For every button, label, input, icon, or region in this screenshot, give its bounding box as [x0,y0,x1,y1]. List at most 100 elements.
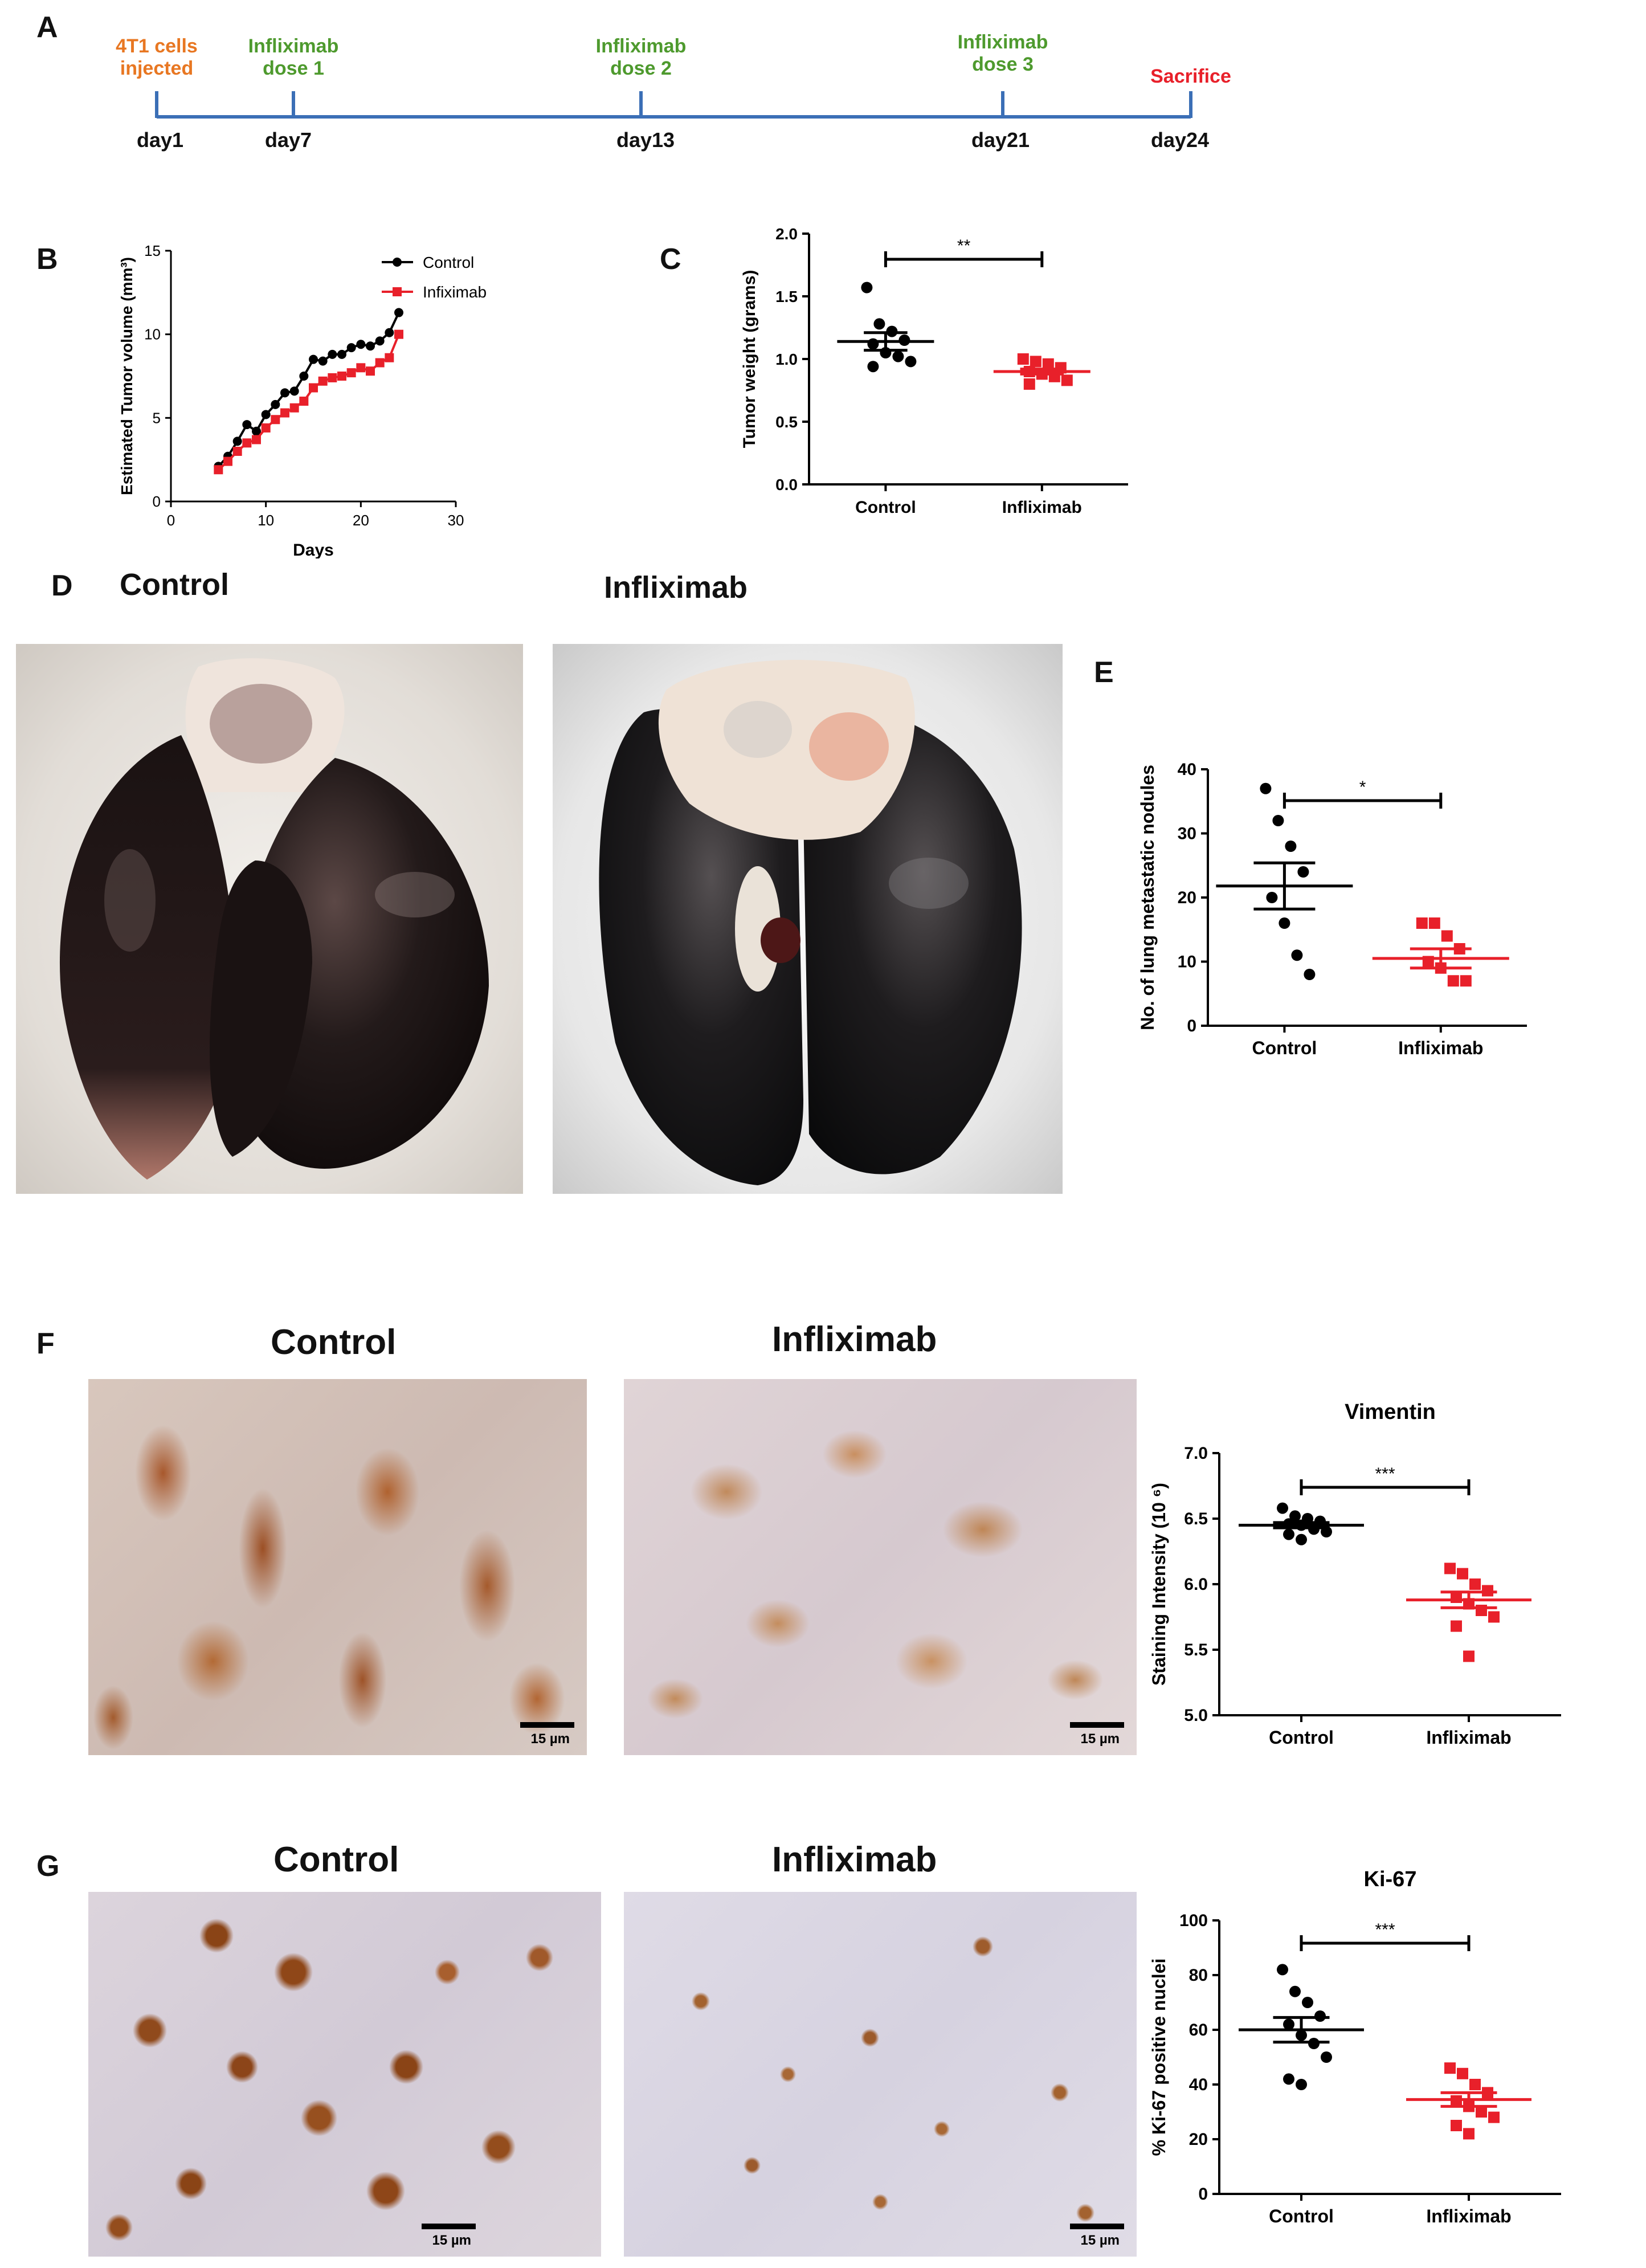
x-tick-label: Infliximab [1426,1727,1511,1748]
data-point-infiximab [375,358,385,368]
data-point-infliximab [1023,378,1035,390]
scale-bar [422,2224,476,2229]
data-point-infiximab [223,456,232,466]
data-point-control [861,282,873,293]
event-line-2: dose 2 [610,58,672,80]
scale-label: 15 µm [1080,2233,1120,2248]
data-point-infliximab [1488,1611,1500,1623]
y-tick-label: 30 [1178,825,1196,843]
data-point-control [385,328,394,337]
data-point-infiximab [366,366,375,376]
data-point-infliximab [1457,2067,1468,2079]
y-tick-label: 0 [153,493,161,510]
data-point-infliximab [1469,2079,1481,2090]
scale-bar [1070,1722,1124,1728]
photo-title-infliximab: Infliximab [604,570,748,605]
data-point-control [1289,1510,1301,1522]
significance-stars: *** [1375,1465,1395,1483]
x-tick-label: Control [1269,2206,1334,2226]
lung-photo-control [16,644,523,1194]
data-point-infiximab [394,329,403,339]
data-point-infliximab [1444,1563,1456,1574]
y-tick-label: 60 [1189,2021,1208,2039]
y-tick-label: 0.0 [775,476,798,493]
data-point-infiximab [309,383,318,393]
data-point-infiximab [271,415,280,425]
y-tick-label: 15 [144,242,161,259]
y-tick-label: 10 [144,326,161,343]
y-tick-label: 100 [1179,1911,1208,1930]
data-point-control [1277,1502,1288,1514]
day-label-7: day7 [265,128,312,152]
y-tick-label: 0.5 [775,413,798,431]
data-point-infliximab [1488,2111,1500,2123]
histology-vimentin-infliximab: 15 µm [624,1379,1137,1755]
legend-label: Infiximab [423,283,487,301]
x-tick-label: Control [1252,1038,1317,1058]
significance-stars: * [1359,778,1366,797]
event-line-1: Infliximab [248,35,339,57]
data-point-control [1279,917,1290,929]
histology-ki67-control: 15 µm [88,1892,601,2257]
event-sacrifice: Sacrifice [1134,66,1248,88]
event-line-1: Infliximab [957,31,1048,53]
data-point-infliximab [1042,358,1054,370]
data-point-control [232,437,242,446]
histology-ki67-infliximab: 15 µm [624,1892,1137,2257]
x-tick-label: 20 [353,512,369,529]
data-point-infliximab [1457,1568,1468,1580]
event-line-2: injected [120,58,194,80]
y-tick-label: 80 [1189,1966,1208,1985]
data-point-infiximab [289,403,299,413]
y-tick-label: 5.5 [1184,1641,1208,1659]
data-point-infiximab [242,438,252,448]
y-tick-label: 2.0 [775,225,798,243]
x-tick-label: 30 [448,512,464,529]
x-tick-label: Infliximab [1426,2206,1511,2226]
scale-bar [1070,2224,1124,2229]
data-point-control [309,354,318,364]
event-line-2: dose 1 [263,58,324,80]
legend-label: Control [423,254,474,271]
x-tick-label: Infliximab [1002,498,1082,517]
data-point-control [337,349,346,359]
data-point-infiximab [252,435,261,444]
lung-illustration-control [59,658,489,1180]
data-point-control [1289,1985,1301,1997]
scale-label: 15 µm [530,1731,570,1747]
y-tick-label: 10 [1178,953,1196,972]
data-point-infliximab [1463,2128,1475,2140]
data-point-infiximab [356,363,366,373]
data-point-control [1302,1997,1313,2008]
day-label-13: day13 [616,128,675,152]
chart-title: Ki-67 [1364,1867,1417,1891]
y-tick-label: 6.5 [1184,1510,1208,1528]
y-tick-label: 7.0 [1184,1444,1208,1463]
data-point-control [867,338,879,350]
panel-label-a: A [36,11,58,44]
data-point-control [299,372,309,381]
panel-label-b: B [36,243,58,276]
event-line-1: Sacrifice [1150,66,1231,87]
panel-label-f: F [36,1327,55,1360]
data-point-control [1321,2051,1332,2063]
data-point-infliximab [1061,374,1073,386]
data-point-control [1283,2018,1294,2030]
significance-stars: ** [957,236,971,255]
day-label-1: day1 [137,128,184,152]
x-tick-label: 10 [258,512,274,529]
y-tick-label: 1.5 [775,288,798,305]
y-tick-label: 20 [1189,2130,1208,2149]
data-point-control [1291,949,1303,961]
lung-illustration-infliximab [599,659,1022,1185]
panel-label-d: D [51,569,73,602]
data-point-control [366,341,375,351]
data-point-control [873,318,885,330]
histology-title-control-g: Control [273,1840,399,1879]
data-point-infliximab [1460,975,1472,987]
significance-stars: *** [1375,1920,1395,1939]
